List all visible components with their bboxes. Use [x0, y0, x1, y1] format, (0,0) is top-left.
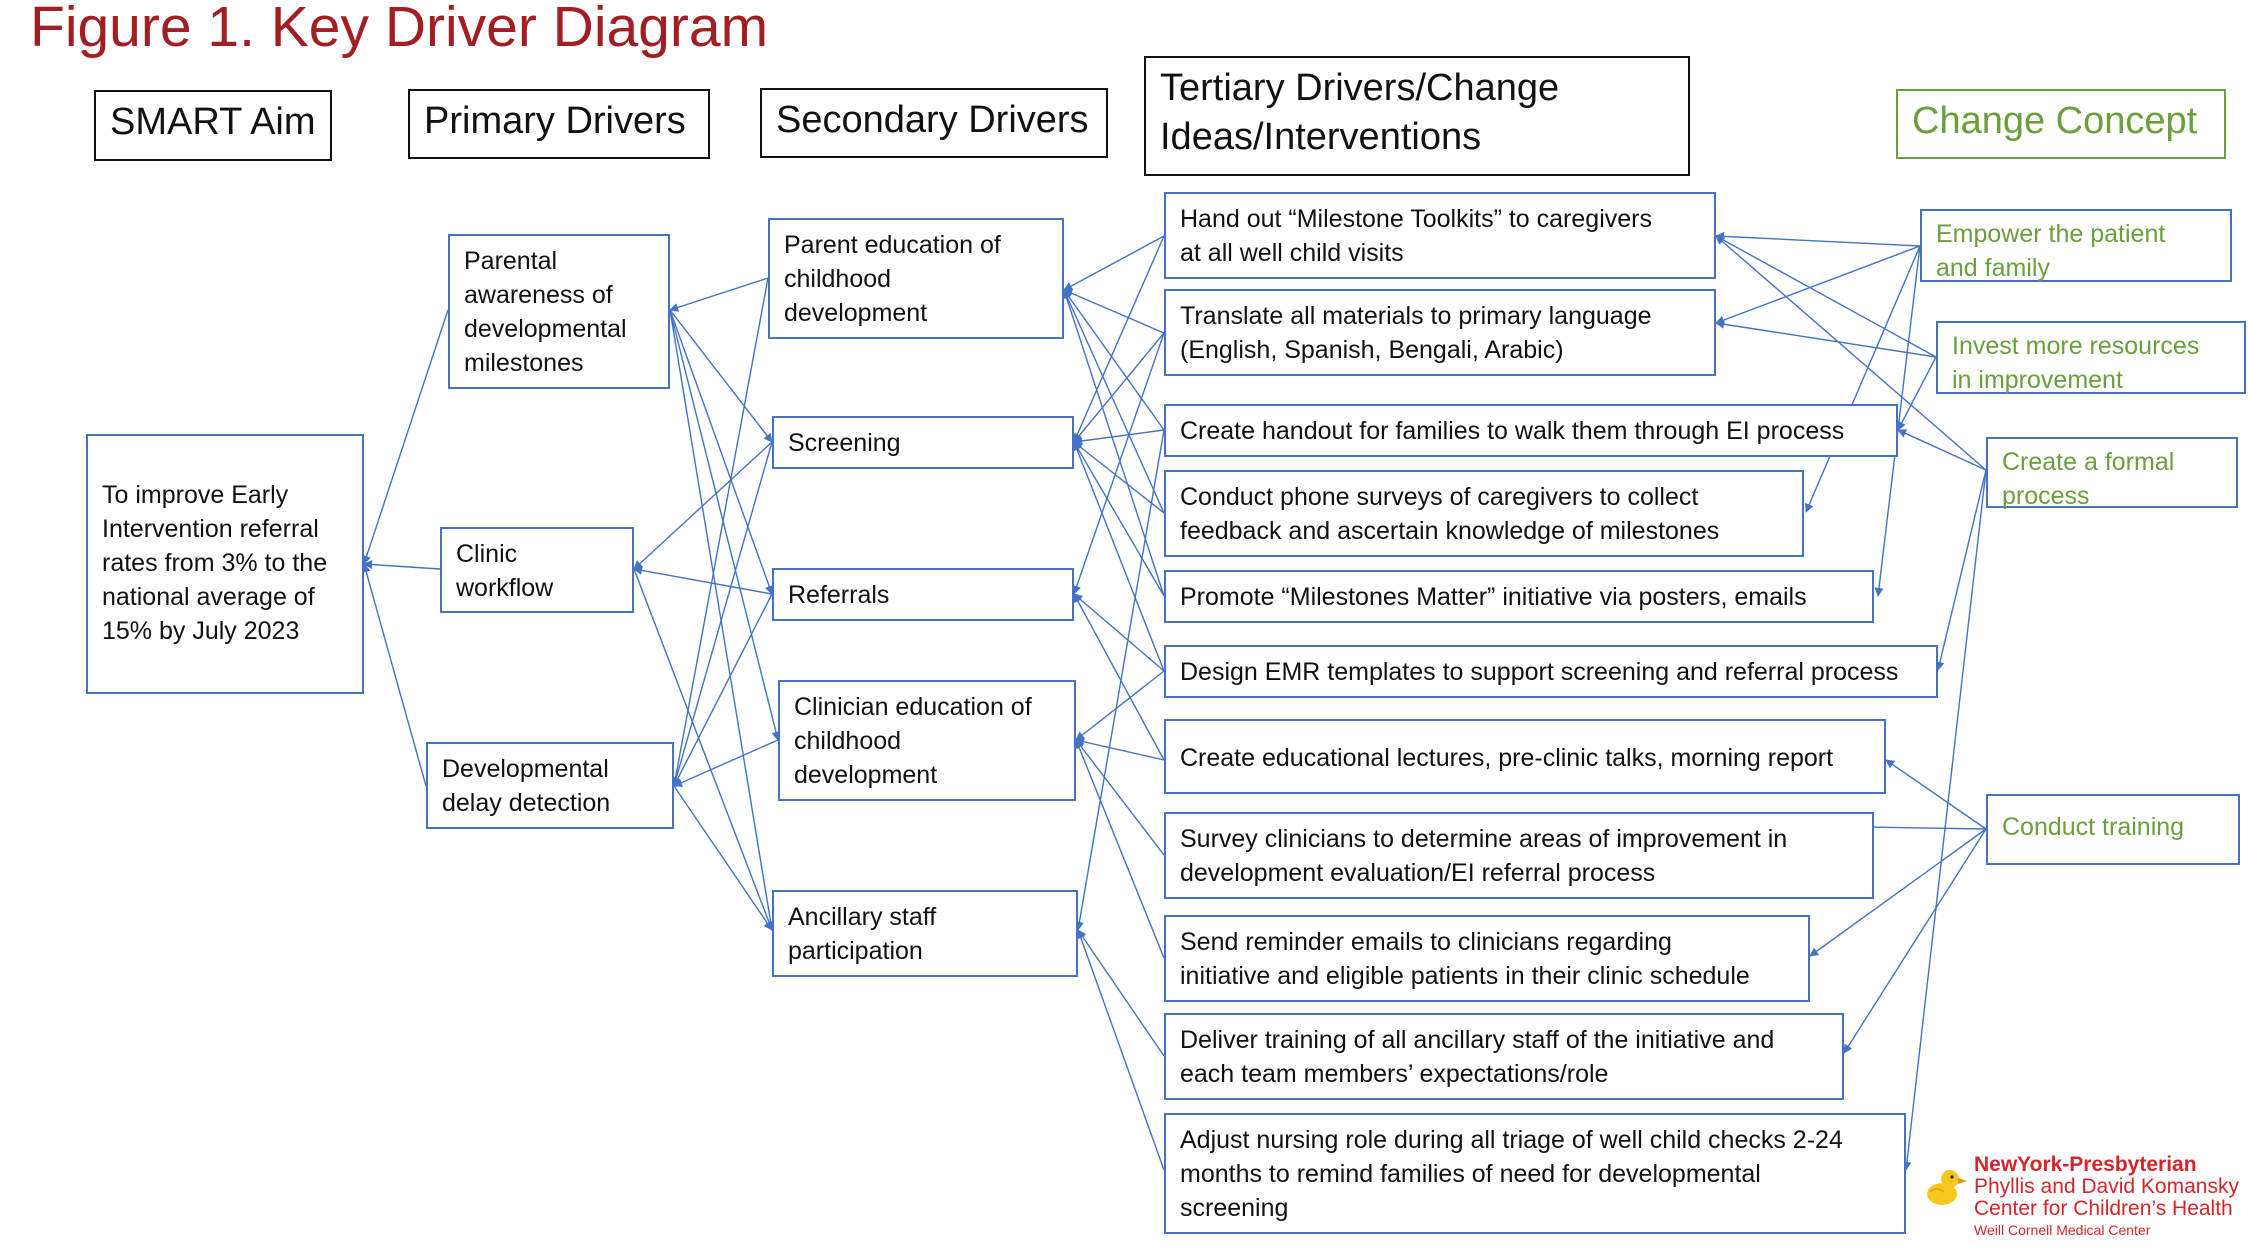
- connector-arrow: [1073, 429, 1165, 446]
- connector-arrow: [1805, 245, 1921, 513]
- tertiary-reminder-emails: Send reminder emails to clinicians regar…: [1164, 915, 1810, 1002]
- connector-arrow: [1075, 737, 1165, 761]
- header-secondary-drivers: Secondary Drivers: [760, 88, 1108, 158]
- connector-arrow: [361, 563, 427, 787]
- tertiary-translate-materials: Translate all materials to primary langu…: [1164, 289, 1716, 376]
- connector-arrow: [1935, 469, 1987, 671]
- connector-arrow: [1073, 332, 1165, 443]
- tertiary-survey-clinicians: Survey clinicians to determine areas of …: [1164, 812, 1874, 899]
- logo-line-2: Phyllis and David Komansky: [1974, 1175, 2239, 1198]
- connector-arrow: [1843, 828, 1987, 1054]
- connector-arrow: [1077, 929, 1165, 1057]
- connector-arrow: [633, 441, 773, 570]
- connector-arrow: [363, 560, 441, 570]
- logo-line-1: NewYork-Presbyterian: [1974, 1153, 2197, 1176]
- tertiary-milestone-toolkits: Hand out “Milestone Toolkits” to caregiv…: [1164, 192, 1716, 279]
- connector-arrow: [1075, 670, 1165, 741]
- header-primary-drivers: Primary Drivers: [408, 89, 710, 159]
- connector-arrow: [671, 441, 773, 787]
- connector-arrow: [1715, 235, 1987, 471]
- secondary-driver-referrals: Referrals: [772, 568, 1074, 621]
- header-change-concept: Change Concept: [1896, 89, 2226, 159]
- connector-arrow: [1897, 356, 1937, 431]
- tertiary-phone-surveys: Conduct phone surveys of caregivers to c…: [1164, 470, 1804, 557]
- connector-arrow: [669, 277, 769, 312]
- connector-arrow: [669, 309, 773, 443]
- connector-arrow: [1073, 441, 1165, 597]
- concept-formal-process: Create a formal process: [1986, 437, 2238, 510]
- connector-arrow: [1063, 289, 1165, 334]
- connector-arrow: [1072, 441, 1165, 672]
- connector-arrow: [673, 785, 773, 931]
- connector-arrow: [1715, 319, 1937, 358]
- connector-arrow: [1073, 593, 1165, 672]
- figure-title: Figure 1. Key Driver Diagram: [30, 0, 769, 59]
- header-tertiary-drivers: Tertiary Drivers/Change Ideas/Interventi…: [1144, 56, 1690, 176]
- concept-empower-patient-family: Empower the patient and family: [1920, 209, 2232, 282]
- connector-arrow: [1809, 828, 1987, 957]
- connector-arrow: [1715, 245, 1921, 325]
- header-smart-aim: SMART Aim: [94, 90, 332, 161]
- tertiary-ancillary-training: Deliver training of all ancillary staff …: [1164, 1013, 1844, 1100]
- logo-line-3: Center for Children’s Health: [1974, 1197, 2233, 1220]
- duck-logo-icon: [1927, 1170, 1967, 1205]
- smart-aim-box: To improve Early Intervention referral r…: [86, 434, 364, 694]
- connector-arrow: [1897, 429, 1987, 471]
- hospital-logo: NewYork-Presbyterian Phyllis and David K…: [1920, 1150, 2239, 1245]
- secondary-driver-ancillary-staff: Ancillary staff participation: [772, 890, 1078, 977]
- connector-arrow: [1073, 235, 1165, 443]
- tertiary-emr-templates: Design EMR templates to support screenin…: [1164, 645, 1938, 698]
- connector-arrow: [362, 309, 449, 565]
- connector-arrow: [1063, 289, 1165, 514]
- tertiary-educational-lectures: Create educational lectures, pre-clinic …: [1164, 719, 1886, 794]
- secondary-driver-screening: Screening: [772, 416, 1074, 469]
- primary-driver-parental-awareness: Parental awareness of developmental mile…: [448, 234, 670, 389]
- tertiary-milestones-matter: Promote “Milestones Matter” initiative v…: [1164, 570, 1874, 623]
- secondary-driver-clinician-education: Clinician education of childhood develop…: [778, 680, 1076, 801]
- connector-arrow: [1062, 289, 1165, 597]
- concept-invest-resources: Invest more resources in improvement: [1936, 321, 2246, 394]
- connector-arrow: [673, 593, 773, 787]
- connector-arrow: [1072, 332, 1165, 595]
- connector-arrow: [1715, 231, 1921, 247]
- connector-arrow: [1076, 929, 1165, 1171]
- connector-arrow: [1063, 235, 1165, 291]
- connector-arrow: [1715, 235, 1937, 358]
- primary-driver-clinic-workflow: Clinic workflow: [440, 527, 634, 613]
- concept-conduct-training: Conduct training: [1986, 794, 2240, 865]
- connector-arrow: [669, 309, 774, 595]
- connector-arrow: [1063, 289, 1165, 431]
- connector-arrow: [1885, 759, 1987, 830]
- connector-arrow: [671, 277, 769, 787]
- secondary-driver-parent-education: Parent education of childhood developmen…: [768, 218, 1064, 339]
- connector-arrow: [633, 566, 773, 595]
- connector-arrow: [1073, 441, 1165, 514]
- connector-arrow: [1075, 739, 1165, 856]
- connector-arrow: [1074, 429, 1165, 931]
- primary-driver-delay-detection: Developmental delay detection: [426, 742, 674, 829]
- connector-arrow: [669, 309, 776, 931]
- connector-arrow: [633, 568, 774, 931]
- connector-arrow: [669, 309, 781, 741]
- connector-arrow: [1073, 593, 1165, 761]
- connector-arrow: [673, 739, 779, 787]
- logo-line-4: Weill Cornell Medical Center: [1974, 1222, 2151, 1238]
- tertiary-ei-handout: Create handout for families to walk them…: [1164, 404, 1898, 457]
- connector-arrow: [1074, 739, 1165, 959]
- tertiary-nursing-role: Adjust nursing role during all triage of…: [1164, 1113, 1906, 1234]
- connector-arrow: [1902, 469, 1987, 1171]
